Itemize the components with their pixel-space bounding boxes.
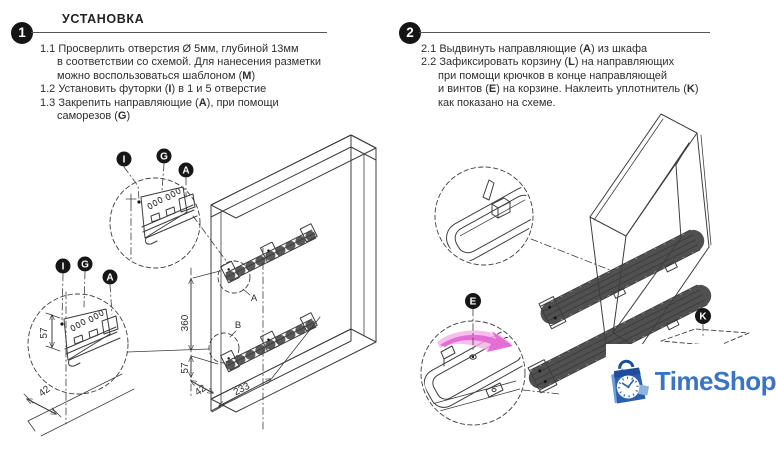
slide-rail-b: B	[208, 312, 319, 373]
callout-letter-i: I	[123, 155, 126, 166]
dim-233: 233	[232, 381, 252, 399]
instruction-line: 1.2 Установить футорки (I) в 1 и 5 отвер…	[40, 83, 267, 96]
section-1-number-badge: 1	[11, 22, 33, 44]
callouts-top: I G A	[116, 148, 194, 201]
detail-circle-bracket-top	[109, 177, 228, 269]
callout-letter-i: I	[62, 262, 65, 273]
section-1-rule	[31, 32, 327, 33]
callout-badge-i	[116, 151, 132, 167]
instruction-line: можно воспользоваться шаблоном (M)	[57, 69, 256, 82]
callout-badge-e	[465, 293, 481, 309]
page-title: УСТАНОВКА	[62, 12, 145, 26]
instruction-line: 2.1 Выдвинуть направляющие (A) из шкафа	[421, 43, 648, 55]
dim-360: 360	[180, 314, 191, 331]
hook-latch	[491, 197, 511, 209]
rail-b-label: B	[235, 320, 241, 331]
rail-assembly-upper	[536, 229, 705, 330]
detail-circle-screw	[420, 320, 561, 426]
bracket-holes	[147, 187, 181, 210]
rail-assembly-lower	[525, 284, 712, 394]
slide-rail-a: A	[217, 223, 319, 304]
screw-hole	[469, 354, 477, 360]
instruction-line: как показано на схеме.	[438, 96, 556, 109]
callout-letter-a: A	[106, 273, 113, 284]
timeshop-logo: TimeShop	[606, 344, 776, 418]
shopping-bag-clock-icon	[611, 359, 650, 404]
dim-57: 57	[180, 362, 191, 374]
callout-letter-g: G	[81, 260, 89, 271]
rail-a-label: A	[251, 293, 258, 304]
instruction-line: и винтов (E) на корзине. Наклеить уплотн…	[438, 83, 699, 96]
section-2-rule	[419, 32, 710, 33]
callout-letter-k: K	[699, 312, 707, 323]
callouts-bottom: I G A	[55, 256, 118, 321]
section-2-number-badge: 2	[399, 22, 421, 44]
callout-e: E	[465, 293, 481, 353]
logo-text: TimeShop	[654, 365, 776, 396]
callout-letter-e: E	[470, 297, 477, 308]
hook-lever	[482, 179, 495, 201]
callout-badge-a	[178, 162, 194, 178]
instruction-line: в соответствии со схемой. Для нанесения …	[57, 56, 321, 69]
dim-57-side: 57	[39, 327, 50, 339]
instruction-line: при помощи крючков в конце направляющей	[438, 69, 668, 82]
callout-badge-a	[102, 269, 118, 285]
dimensions-cabinet-1: 360 57 42 233	[180, 267, 321, 413]
instruction-line: 1.1 Просверлить отверстия Ø 5мм, глубино…	[40, 43, 299, 55]
callout-badge-g	[156, 148, 172, 164]
detail-circle-hook	[434, 166, 611, 271]
callout-badge-g	[77, 256, 93, 272]
instruction-line: 1.3 Закрепить направляющие (A), при помо…	[40, 96, 279, 109]
callout-letter-g: G	[160, 152, 168, 163]
callout-badge-k	[695, 308, 711, 324]
callout-letter-a: A	[182, 166, 189, 177]
instruction-line: саморезов (G)	[57, 110, 131, 123]
bracket-holes	[70, 309, 104, 332]
callout-badge-i	[55, 258, 71, 274]
pink-rotation-arrow	[440, 331, 513, 352]
section-1-steps: 1.1 Просверлить отверстия Ø 5мм, глубино…	[40, 43, 321, 123]
dim-42: 42	[193, 383, 209, 399]
instruction-line: 2.2 Зафиксировать корзину (L) на направл…	[421, 56, 675, 69]
